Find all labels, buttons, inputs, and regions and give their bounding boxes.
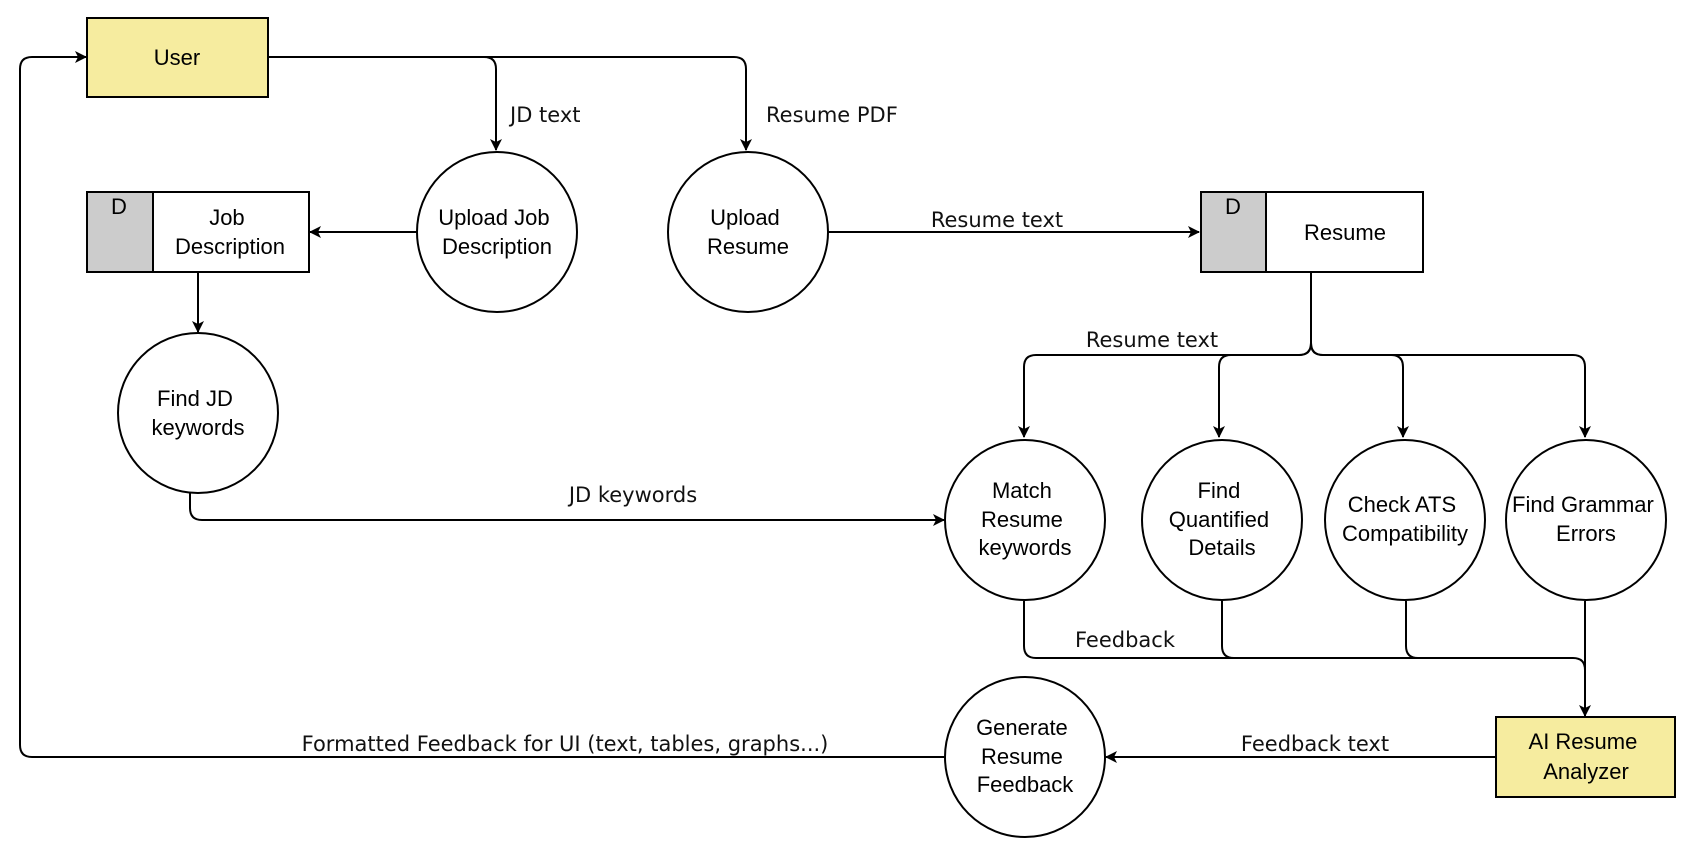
process-generate-resume-feedback: Generate Resume Feedback (944, 676, 1106, 838)
entity-user-label: User (154, 45, 200, 70)
process-upload-job-description: Upload Job Description (416, 151, 578, 313)
label-resume-text-upload: Resume text (931, 208, 1063, 232)
label-jd-keywords: JD keywords (567, 483, 697, 507)
process-quantified-label: Find Quantified Details (1169, 478, 1275, 560)
store-resume: D Resume (1200, 191, 1424, 273)
entity-user: User (86, 17, 269, 98)
store-resume-tab (1200, 191, 1267, 273)
process-match-resume-keywords: Match Resume keywords (944, 439, 1106, 601)
flow-jd-keywords (189, 492, 945, 526)
flow-quantified-feedback (1221, 601, 1235, 659)
store-jd-body (152, 191, 310, 273)
process-generate-label: Generate Resume Feedback (976, 715, 1074, 797)
process-upload-jd-label: Upload Job Description (438, 205, 555, 259)
flow-resume-to-ats (1310, 342, 1409, 438)
label-formatted-feedback: Formatted Feedback for UI (text, tables,… (302, 732, 829, 756)
flow-resume-to-grammar (1310, 342, 1591, 438)
store-jd-tab (86, 191, 154, 273)
label-jd-text: JD text (508, 103, 581, 127)
store-jd-label: Job Description (175, 205, 285, 259)
label-resume-text-split: Resume text (1086, 328, 1218, 352)
flow-ats-feedback (1405, 601, 1419, 659)
process-find-jd-keywords: Find JD keywords (117, 332, 279, 494)
process-upload-jd-circle (416, 151, 578, 313)
store-resume-label: Resume (1304, 220, 1386, 245)
process-upload-resume-label: Upload Resume (707, 205, 789, 259)
process-ats-circle (1324, 439, 1486, 601)
process-find-grammar-errors: Find Grammar Errors (1505, 439, 1667, 601)
label-resume-pdf: Resume PDF (766, 103, 898, 127)
process-generate-circle (944, 676, 1106, 838)
flow-resume-to-quantified (1213, 342, 1312, 438)
entity-ai-resume-analyzer: AI Resume Analyzer (1495, 716, 1676, 798)
store-job-description: D Job Description (86, 191, 310, 273)
process-match-label: Match Resume keywords (979, 478, 1072, 560)
process-ats-label: Check ATS Compatibility (1342, 492, 1468, 546)
process-find-quantified-details: Find Quantified Details (1141, 439, 1303, 601)
flow-formatted-feedback (19, 51, 944, 758)
label-feedback: Feedback (1075, 628, 1176, 652)
process-upload-resume-circle (667, 151, 829, 313)
process-find-jd-keywords-label: Find JD keywords (152, 386, 245, 440)
store-resume-tag: D (1225, 194, 1241, 219)
process-find-jd-keywords-circle (117, 332, 279, 494)
process-check-ats-compatibility: Check ATS Compatibility (1324, 439, 1486, 601)
flow-user-to-upload-jd (268, 56, 502, 151)
connectors (19, 51, 1591, 763)
label-feedback-text: Feedback text (1241, 732, 1389, 756)
entity-analyzer-label: AI Resume Analyzer (1529, 729, 1644, 784)
entity-user-box (86, 17, 269, 98)
store-jd-tag: D (111, 194, 127, 219)
process-quantified-circle (1141, 439, 1303, 601)
process-grammar-label: Find Grammar Errors (1512, 492, 1660, 546)
store-resume-body (1265, 191, 1424, 273)
process-grammar-circle (1505, 439, 1667, 601)
process-upload-resume: Upload Resume (667, 151, 829, 313)
flow-user-to-upload-resume (484, 56, 752, 151)
flow-match-feedback (1023, 601, 1586, 671)
process-match-circle (944, 439, 1106, 601)
entity-analyzer-box (1495, 716, 1676, 798)
